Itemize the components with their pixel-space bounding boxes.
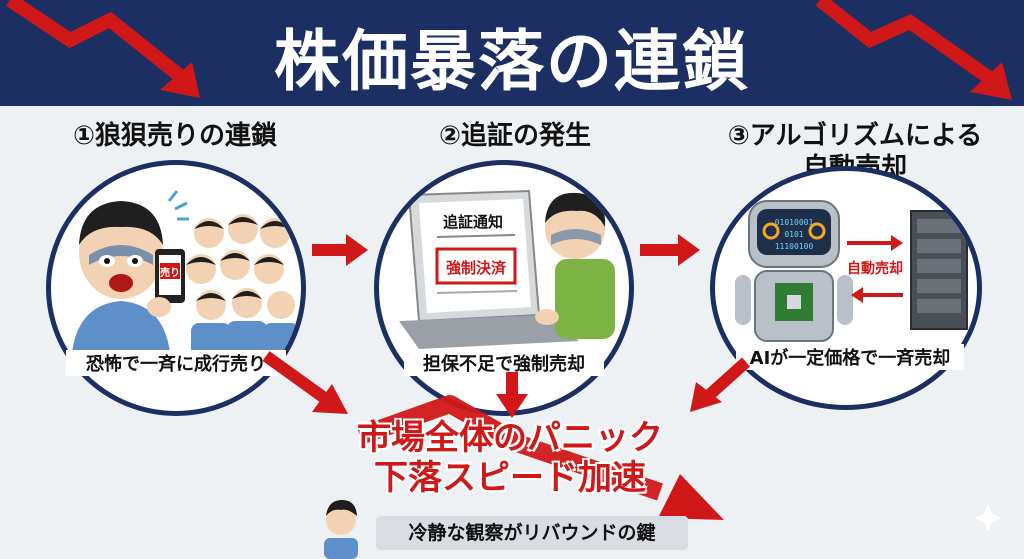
step-3-caption: AIが一定価格で一斉売却 — [736, 344, 964, 370]
footer-note: 冷静な観察がリバウンドの鍵 — [376, 516, 688, 550]
auto-sell-label: 自動売却 — [847, 260, 903, 277]
notice-stamp: 強制決済 — [446, 259, 507, 277]
page-title: 株価暴落の連鎖 — [274, 23, 750, 100]
center-panic-text: 市場全体のパニック — [357, 418, 663, 458]
crash-big-arrow-icon — [356, 395, 724, 520]
person-icon — [324, 500, 358, 559]
center-speed-text: 下落スピード加速 — [374, 458, 646, 498]
header-down-arrow-right-icon — [815, 0, 1012, 100]
panic-crowd-illustration: 売り — [71, 190, 299, 365]
arrow-step2-to-center-icon — [496, 372, 528, 418]
arrow-step1-to-center-icon — [262, 351, 348, 414]
phone-sell-label: 売り — [160, 266, 180, 279]
step-1-label: ①狼狽売りの連鎖 — [72, 121, 277, 151]
header-banner: 株価暴落の連鎖 — [0, 0, 1024, 106]
svg-text:01010001: 01010001 — [775, 218, 814, 227]
header-down-arrow-left-icon — [6, 0, 200, 98]
step-3-label: ③アルゴリズムによる — [727, 121, 983, 151]
step-2-label: ②追証の発生 — [438, 121, 591, 151]
step-2-caption: 担保不足で強制売却 — [404, 350, 604, 376]
notice-title: 追証通知 — [443, 213, 503, 231]
arrow-step1-to-step2-icon — [312, 234, 368, 266]
arrow-step2-to-step3-icon — [640, 234, 700, 266]
svg-text:11100100: 11100100 — [775, 242, 814, 251]
svg-text:0101: 0101 — [784, 230, 803, 239]
margin-call-illustration: 追証通知 強制決済 — [399, 189, 615, 349]
algorithm-robot-illustration: 01010001 0101 11100100 自動売却 — [735, 200, 968, 342]
sparkle-icon — [974, 504, 1002, 532]
arrow-step3-to-center-icon — [690, 357, 751, 412]
step-1-caption: 恐怖で一斉に成行売り — [66, 350, 286, 376]
